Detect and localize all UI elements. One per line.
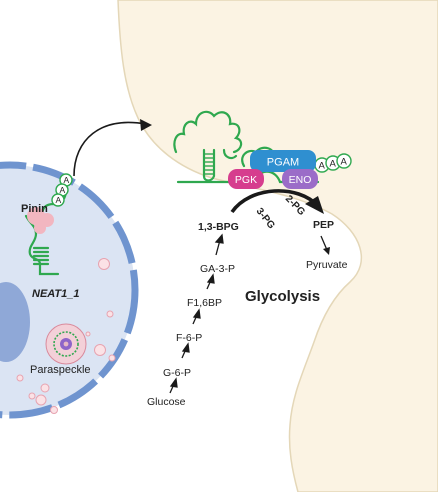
- nucleolus: [0, 282, 30, 362]
- paraspeckle-label: Paraspeckle: [30, 364, 91, 376]
- svg-text:A: A: [341, 157, 348, 168]
- arc-label-3pg: 3-PG: [254, 206, 277, 231]
- nuclear-polya-tail: A A A: [51, 173, 73, 207]
- neat1-stem-rungs: [204, 153, 214, 175]
- pinin-protein: [27, 207, 54, 234]
- eno-label: ENO: [289, 174, 312, 186]
- pgk-label: PGK: [235, 174, 257, 186]
- svg-text:A: A: [60, 185, 66, 195]
- pathway-arrows: [169, 233, 224, 394]
- svg-text:A: A: [330, 159, 337, 170]
- export-arrow: [73, 121, 147, 177]
- pinin-label: Pinin: [21, 203, 48, 215]
- pep-to-pyruvate-arrow: [320, 235, 328, 251]
- cytoplasm: [117, 0, 438, 492]
- eno-enzyme: ENO: [282, 169, 318, 189]
- step-f16bp: F1,6BP: [187, 297, 222, 309]
- neat1-label: NEAT1_1: [32, 288, 79, 300]
- step-f-6-p: F-6-P: [176, 332, 202, 344]
- svg-text:A: A: [64, 175, 70, 185]
- svg-text:A: A: [319, 161, 326, 172]
- nuclear-bodies: [16, 258, 116, 414]
- pgam-label: PGAM: [267, 157, 299, 169]
- step-ga-3-p: GA-3-P: [200, 263, 235, 275]
- paraspeckle-icon: [45, 323, 87, 365]
- step-glucose: Glucose: [147, 396, 186, 408]
- pyruvate-label: Pyruvate: [306, 259, 348, 271]
- pgam-enzyme: PGAM: [250, 150, 316, 172]
- step-g-6-p: G-6-P: [163, 367, 191, 379]
- svg-text:A: A: [56, 195, 62, 205]
- arc-arrow-head: [305, 196, 324, 214]
- pep-label: PEP: [313, 219, 334, 231]
- pgk-enzyme: PGK: [228, 169, 264, 189]
- export-arrow-head: [140, 119, 152, 131]
- step-1-3-bpg: 1,3-BPG: [198, 221, 239, 233]
- cytoplasmic-polya-tail: A A A: [314, 153, 352, 173]
- glycolysis-title: Glycolysis: [245, 288, 320, 305]
- arc-arrow: [230, 189, 320, 214]
